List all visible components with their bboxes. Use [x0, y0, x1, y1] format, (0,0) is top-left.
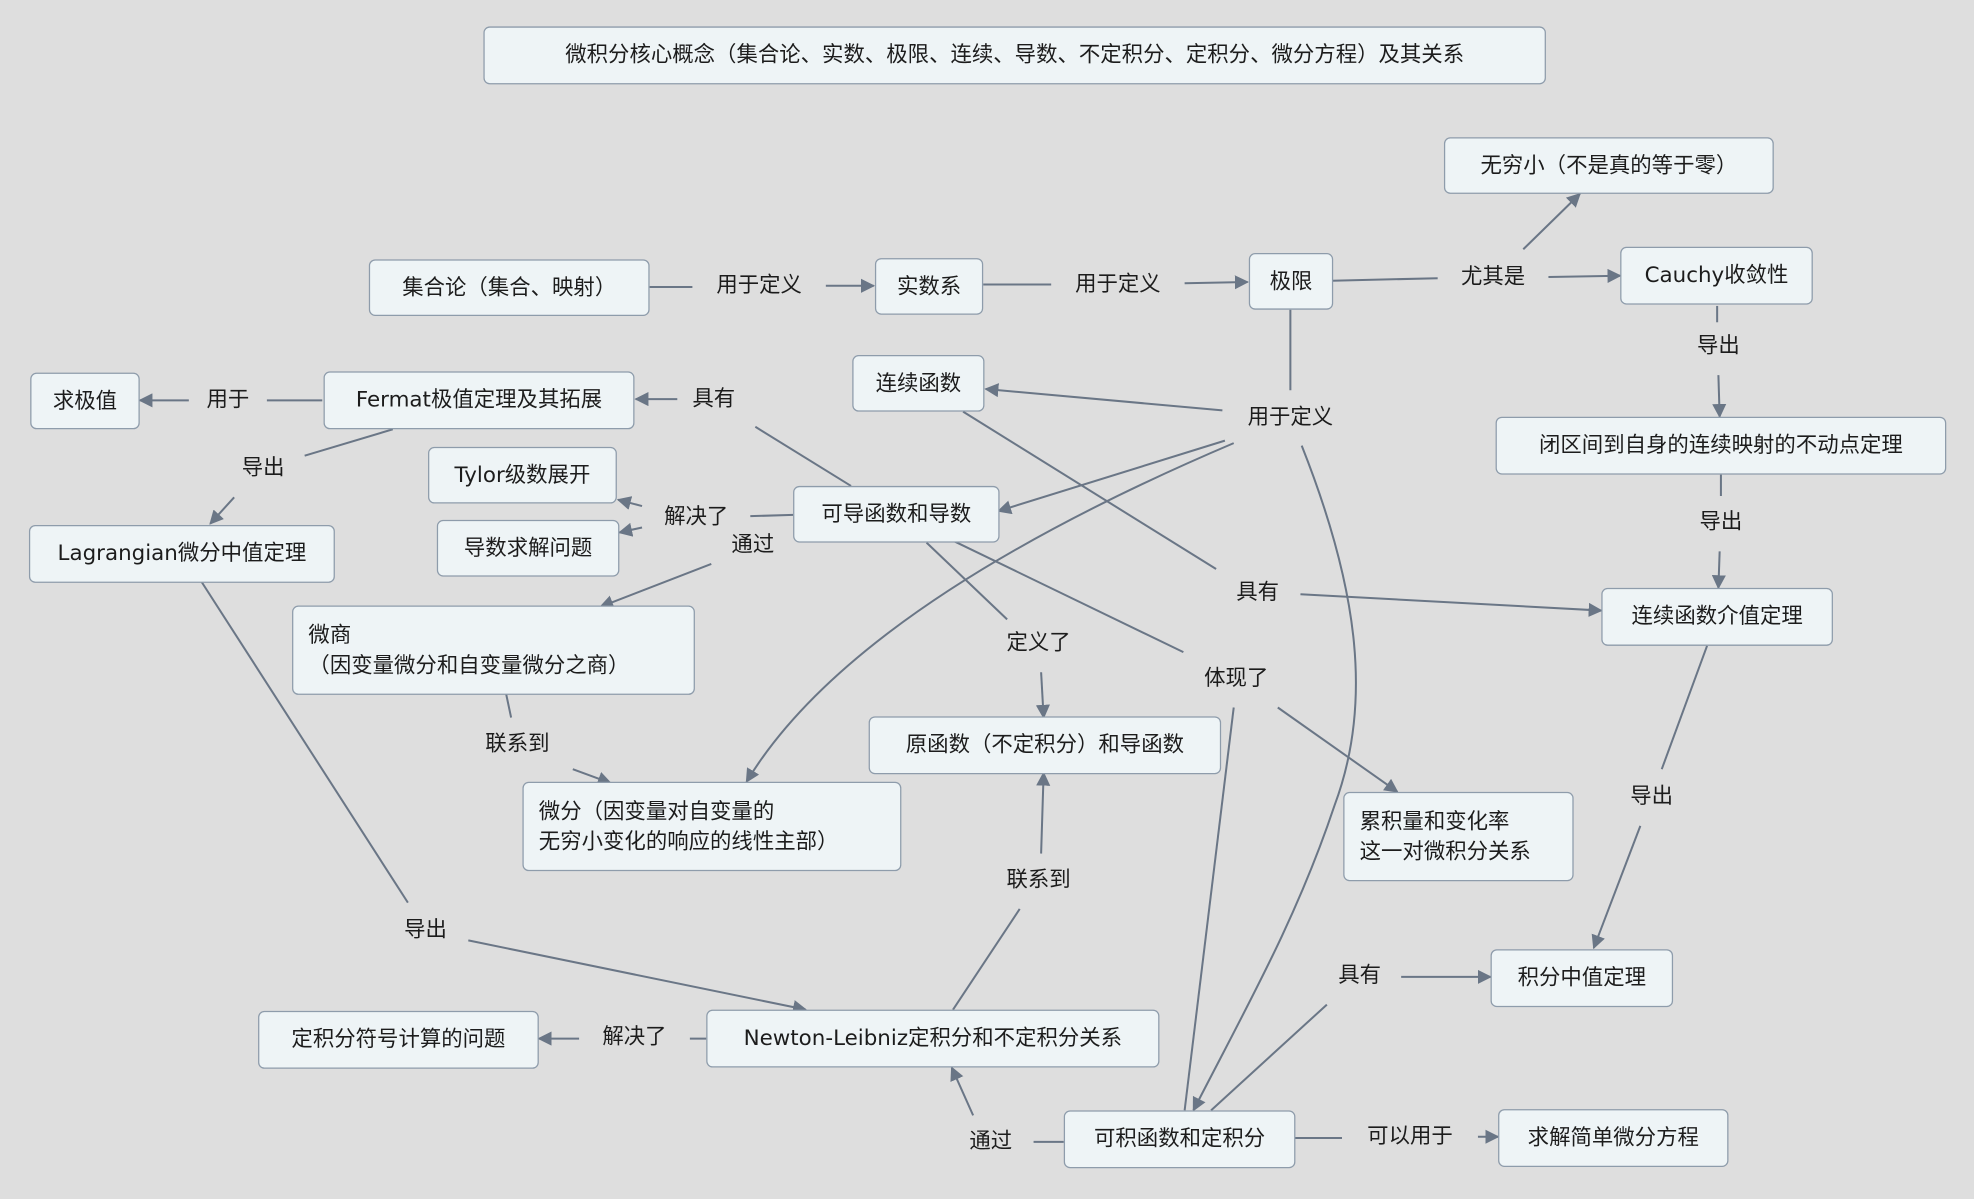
- node-ode: 求解简单微分方程: [1498, 1109, 1729, 1168]
- edge-solved-taylor: [616, 496, 643, 510]
- node-antiderivative: 原函数（不定积分）和导函数: [868, 716, 1222, 775]
- label-set-defines: 用于定义: [712, 270, 806, 301]
- edge-def-continuous: [984, 383, 1223, 412]
- label-fermat-derives: 导出: [237, 453, 289, 484]
- edge-via-nl: [950, 1066, 975, 1116]
- edge-quot-link-b: [572, 768, 612, 786]
- label-ivt-derives: 导出: [1626, 781, 1677, 812]
- edge-def-differentiable: [996, 439, 1226, 515]
- edge-quot-link-a: [505, 693, 513, 718]
- edge-via-quotient: [599, 563, 712, 609]
- edge-real-limit-b: [1184, 275, 1249, 290]
- node-limit: 极限: [1248, 253, 1334, 310]
- node-quotient: 微商 （因变量微分和自变量微分之商）: [292, 605, 695, 695]
- edge-solved-derivprob: [618, 522, 643, 537]
- label-via: 通过: [727, 529, 779, 561]
- edge-limit-esp: [1331, 277, 1438, 282]
- label-quotient-links: 联系到: [481, 728, 554, 760]
- label-real-defines: 用于定义: [1071, 269, 1165, 300]
- node-lagrange: Lagrangian微分中值定理: [28, 524, 335, 583]
- label-solved-2: 解决了: [598, 1022, 671, 1053]
- edge-nl-link: [952, 908, 1021, 1011]
- node-continuous-function: 连续函数: [852, 355, 985, 412]
- edge-out-nl: [468, 939, 808, 1014]
- node-real-numbers: 实数系: [874, 258, 984, 315]
- node-derivative-problem: 导数求解问题: [436, 519, 620, 577]
- edge-diff-solved: [750, 513, 794, 518]
- label-defines: 定义了: [1002, 628, 1075, 659]
- node-accumulation: 累积量和变化率 这一对微积分关系: [1343, 791, 1574, 882]
- node-infinitesimal: 无穷小（不是真的等于零）: [1443, 137, 1774, 194]
- node-newton-leibniz: Newton-Leibniz定积分和不定积分关系: [706, 1009, 1160, 1068]
- label-can-use-for: 可以用于: [1363, 1121, 1457, 1152]
- label-solved: 解决了: [660, 502, 733, 533]
- label-limit-defines: 用于定义: [1243, 402, 1337, 434]
- label-embodies: 体现了: [1200, 663, 1273, 694]
- edge-diff-defines: [925, 541, 1008, 621]
- edge-cont-has: [962, 410, 1217, 570]
- node-ivt: 连续函数介值定理: [1601, 587, 1833, 646]
- edge-ivt-out-a: [1660, 645, 1709, 770]
- edge-def-differential: [745, 442, 1235, 783]
- node-integrable: 可积函数和定积分: [1063, 1110, 1296, 1169]
- label-lagrange-derives: 导出: [400, 915, 451, 946]
- node-set-theory: 集合论（集合、映射）: [368, 259, 650, 316]
- edge-esp-infinitesimal: [1522, 192, 1581, 250]
- edge-fermat-out-a: [304, 428, 394, 457]
- label-continuous-has: 具有: [1232, 577, 1283, 609]
- node-fermat: Fermat极值定理及其拓展: [323, 371, 635, 430]
- node-differential: 微分（因变量对自变量的 无穷小变化的响应的线性主部）: [522, 781, 902, 872]
- label-fermat-used-for: 用于: [202, 385, 254, 416]
- node-fixed-point: 闭区间到自身的连续映射的不动点定理: [1495, 416, 1947, 475]
- label-via-2: 通过: [965, 1126, 1016, 1157]
- edge-fixed-out-b: [1711, 551, 1726, 590]
- edge-fermat-out-b: [209, 496, 235, 525]
- edge-has-ivt: [1300, 593, 1603, 617]
- edge-integrable-embodies: [1183, 707, 1235, 1111]
- label-integrable-has: 具有: [1334, 960, 1385, 991]
- node-taylor: Tylor级数展开: [428, 446, 617, 504]
- node-differentiable: 可导函数和导数: [793, 485, 1000, 543]
- edge-cauchy-out-b: [1712, 375, 1727, 419]
- edge-diff-embodies: [953, 540, 1184, 654]
- diagram-title: 微积分核心概念（集合论、实数、极限、连续、导数、不定积分、定积分、微分方程）及其…: [483, 26, 1546, 85]
- edge-int-has: [1210, 1003, 1328, 1112]
- edge-embodies-accum: [1277, 706, 1399, 793]
- edge-ivt-out-b: [1591, 825, 1642, 950]
- edge-def-integrable: [1192, 445, 1357, 1112]
- edge-diff-has-a: [754, 425, 852, 487]
- edge-defines-anti: [1035, 672, 1050, 719]
- node-definite-problem: 定积分符号计算的问题: [258, 1010, 539, 1069]
- edge-esp-cauchy: [1548, 268, 1622, 283]
- label-cauchy-derives: 导出: [1693, 331, 1744, 362]
- label-especially: 尤其是: [1457, 261, 1529, 293]
- node-cauchy: Cauchy收敛性: [1620, 246, 1813, 305]
- node-extremum: 求极值: [30, 372, 140, 430]
- edge-lag-out: [200, 581, 409, 904]
- label-fixed-derives: 导出: [1695, 507, 1747, 538]
- edge-link-anti: [1036, 771, 1051, 854]
- label-has-fermat: 具有: [688, 383, 739, 415]
- node-mvt-integral: 积分中值定理: [1490, 949, 1674, 1008]
- label-nl-links: 联系到: [1002, 864, 1075, 896]
